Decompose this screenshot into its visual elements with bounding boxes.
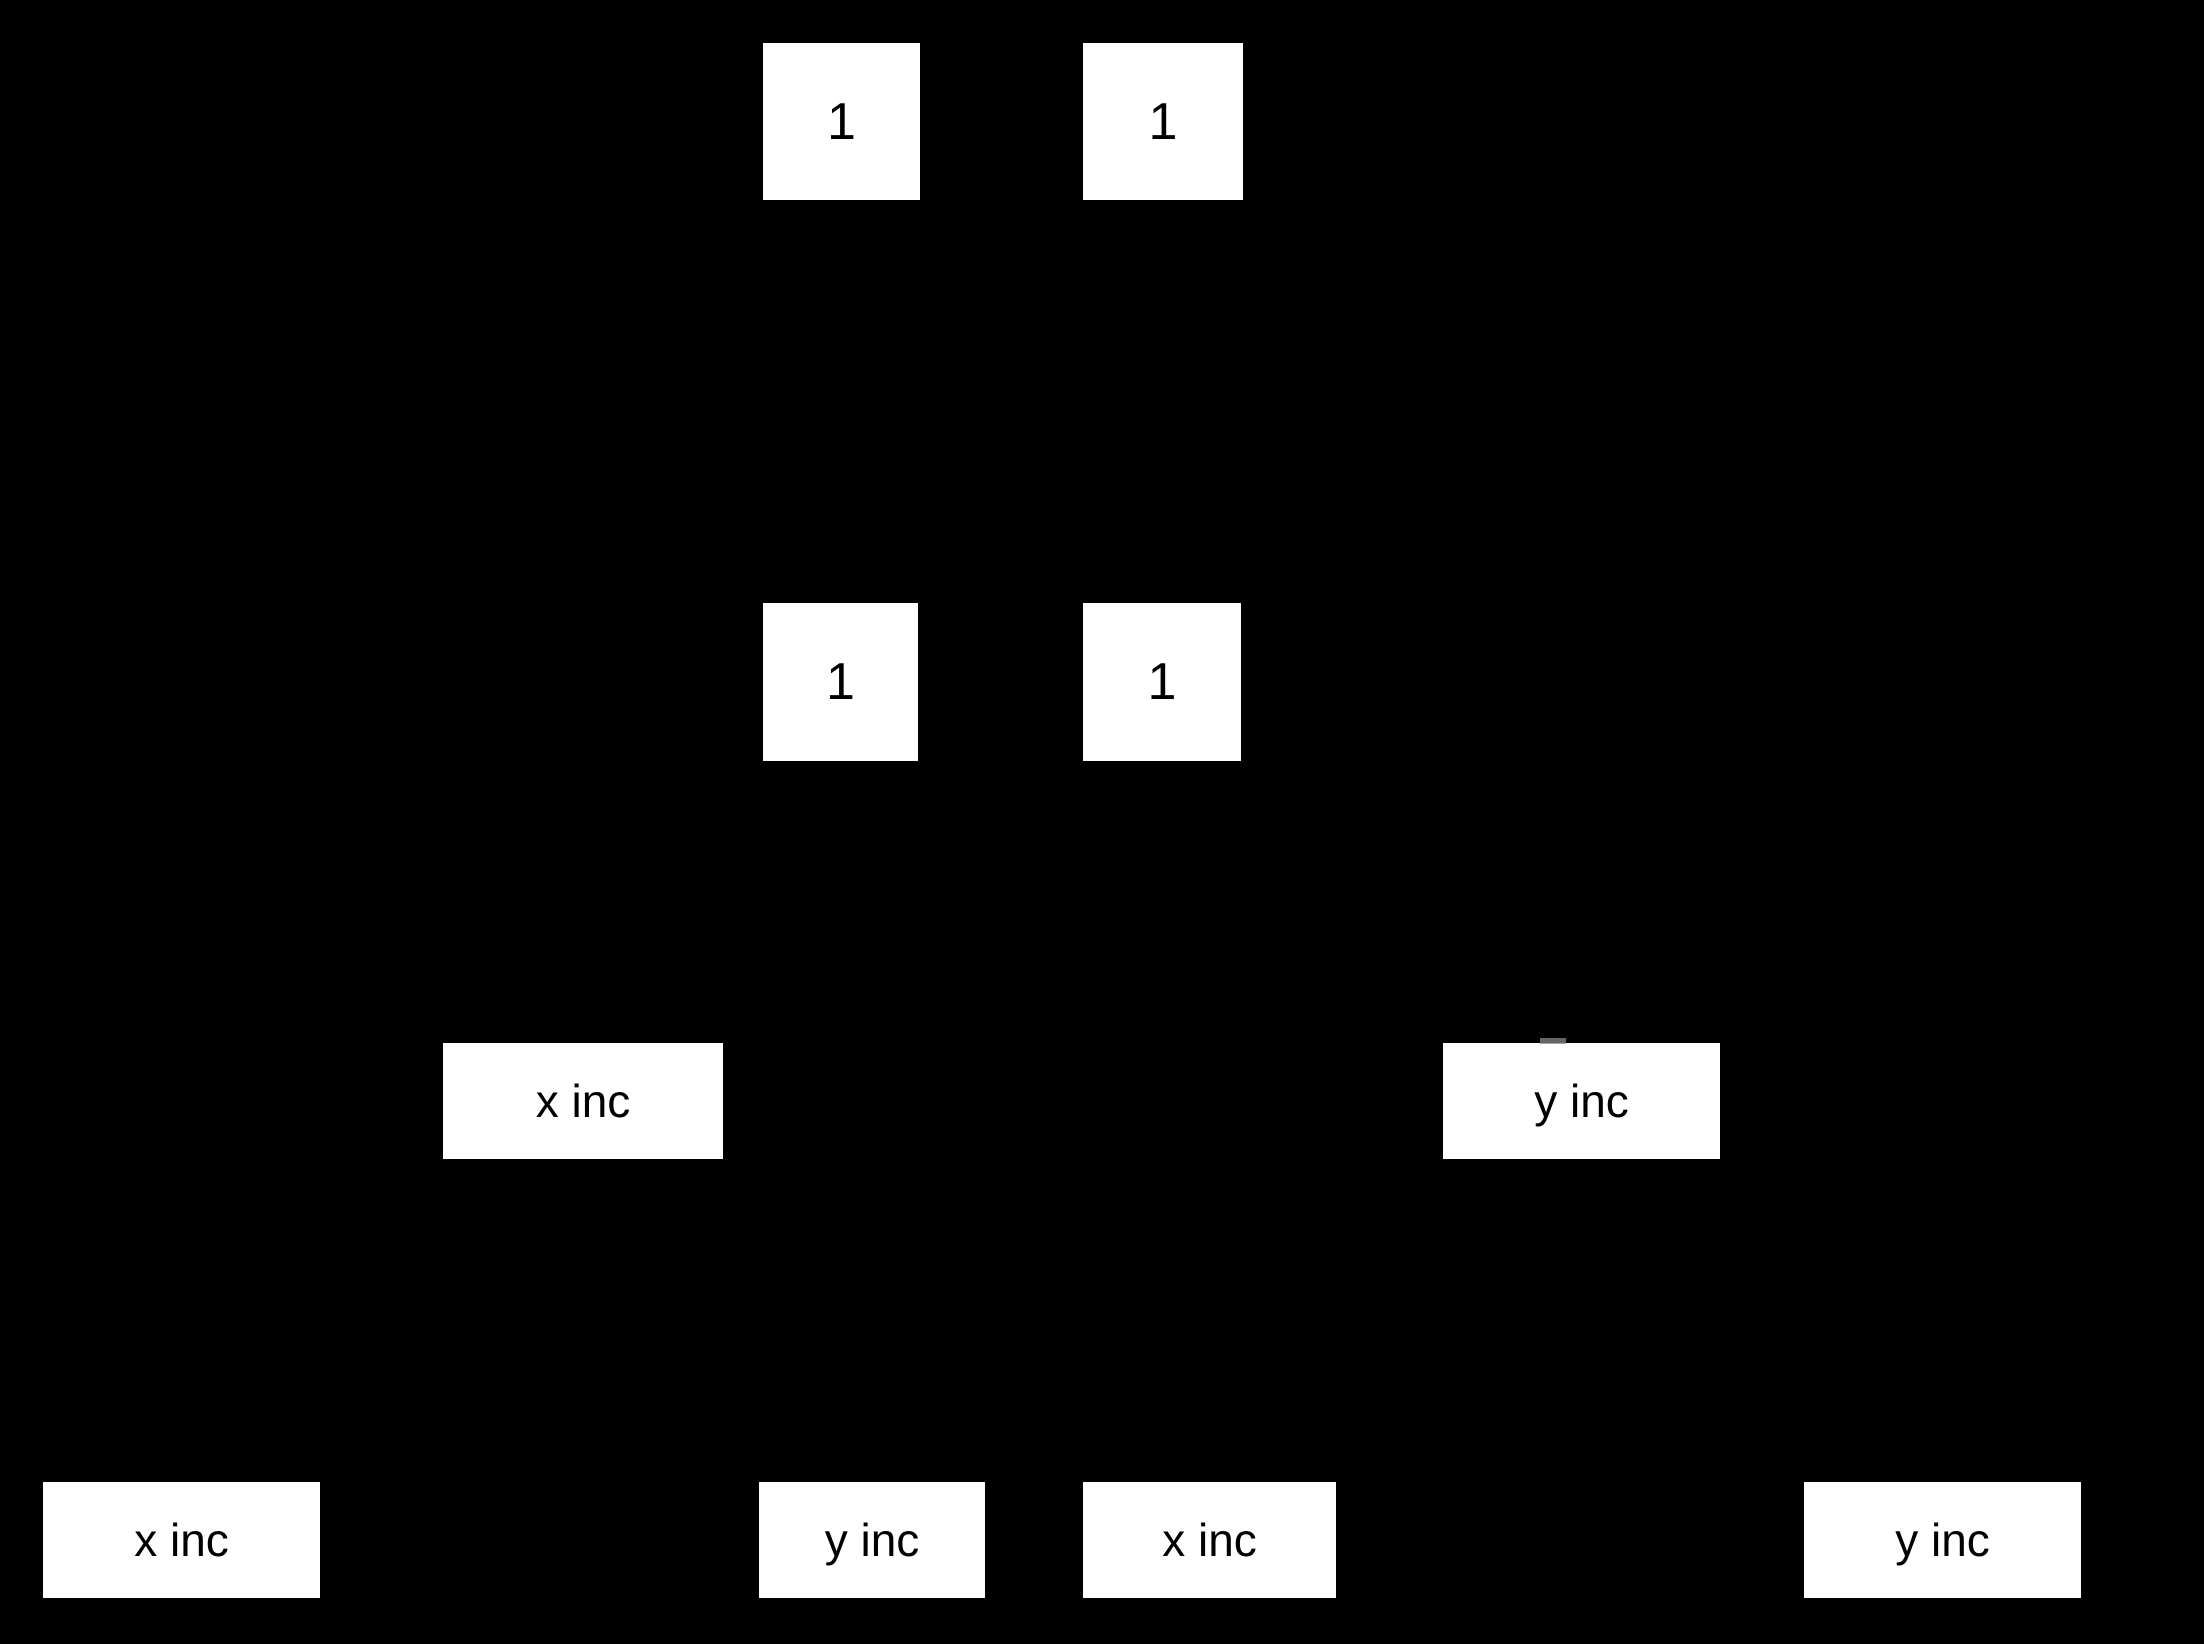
- node-label: x inc: [134, 1514, 229, 1566]
- edge-stub-artifact: [1540, 1038, 1566, 1044]
- node-label: 1: [1148, 92, 1178, 151]
- node-row4-y-inc-right[interactable]: y inc: [1804, 1482, 2081, 1598]
- node-label: 1: [827, 92, 856, 151]
- node-label: y inc: [824, 1514, 920, 1566]
- node-mid-left-one[interactable]: 1: [763, 603, 918, 761]
- node-mid-right-one[interactable]: 1: [1083, 603, 1241, 761]
- node-label: y inc: [1534, 1075, 1629, 1127]
- node-label: x inc: [535, 1075, 631, 1127]
- node-label: y inc: [1895, 1514, 1990, 1566]
- node-row4-y-inc-left[interactable]: y inc: [759, 1482, 985, 1598]
- node-label: x inc: [1162, 1514, 1257, 1566]
- node-top-left-one[interactable]: 1: [763, 43, 920, 200]
- node-row4-x-inc-left[interactable]: x inc: [43, 1482, 320, 1598]
- node-row3-y-inc[interactable]: y inc: [1443, 1043, 1720, 1159]
- node-top-right-one[interactable]: 1: [1083, 43, 1243, 200]
- node-label: 1: [1147, 653, 1177, 711]
- node-row4-x-inc-right[interactable]: x inc: [1083, 1482, 1336, 1598]
- node-label: 1: [826, 653, 855, 711]
- node-row3-x-inc[interactable]: x inc: [443, 1043, 723, 1159]
